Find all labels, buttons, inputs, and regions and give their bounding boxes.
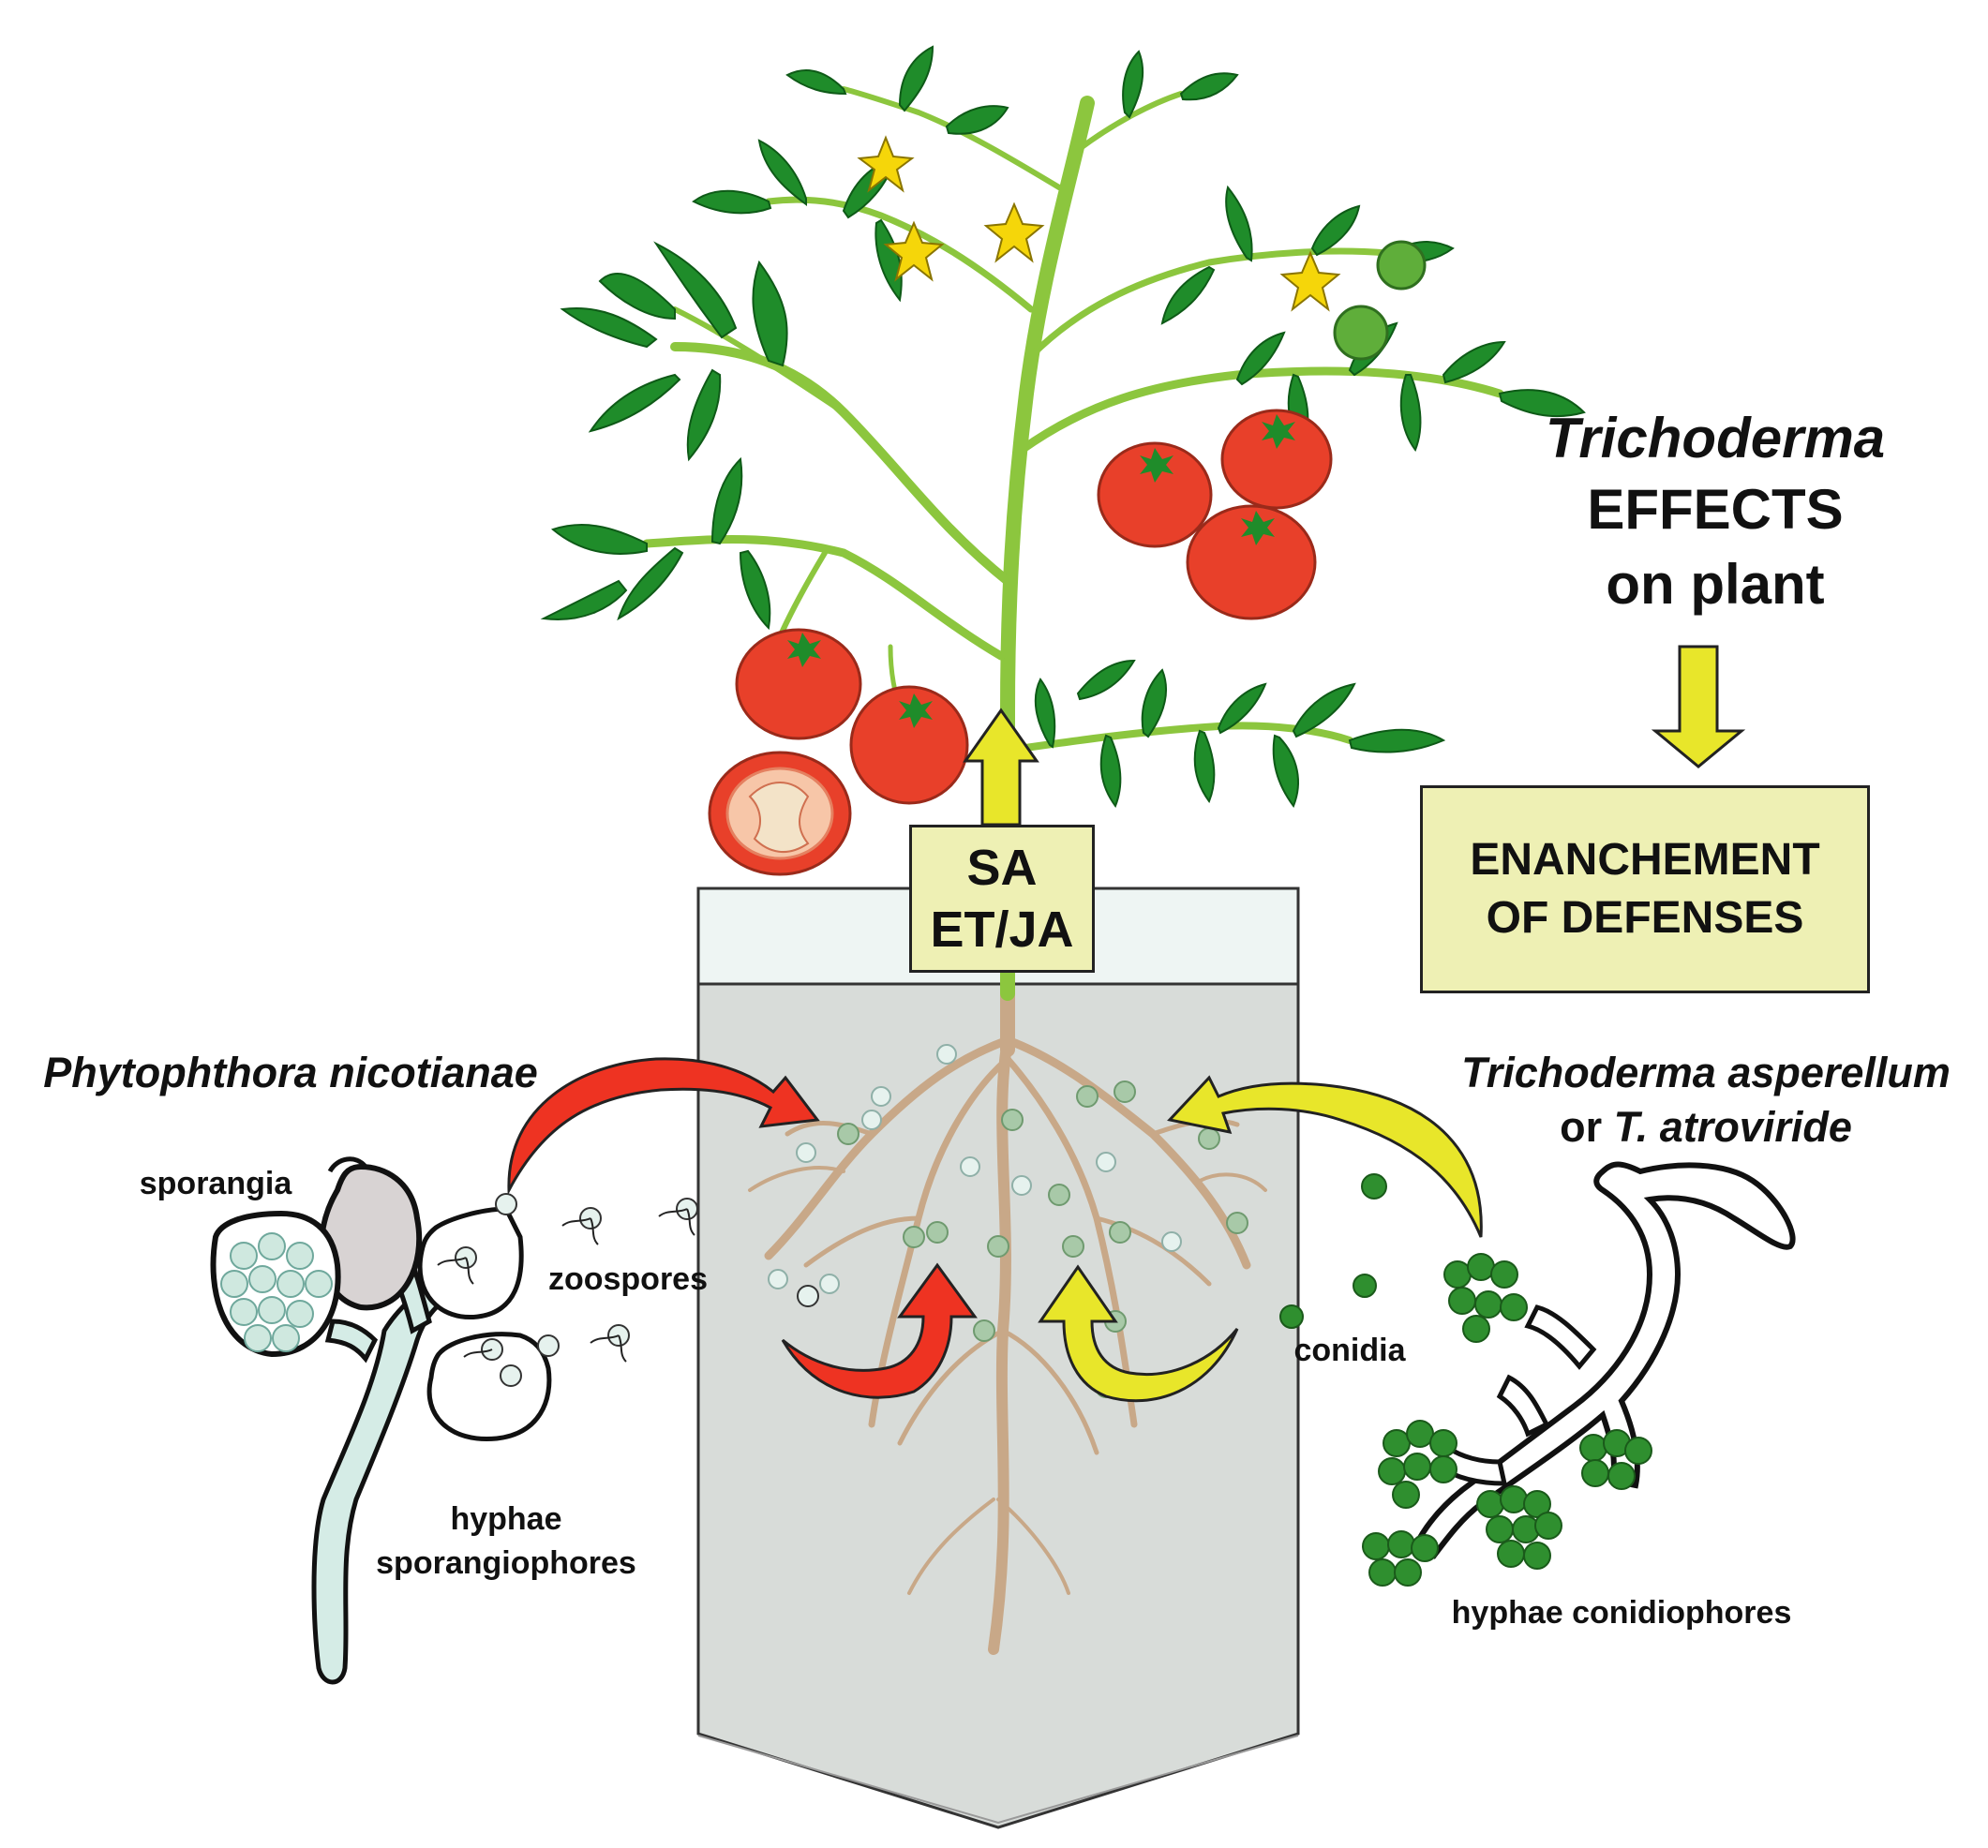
pot-bottom-line (697, 1735, 1299, 1825)
pathogen-recycle-arrow (781, 1262, 978, 1399)
plant-stem (642, 86, 1504, 1001)
trichoderma-effects-title-line2: EFFECTS (1587, 478, 1844, 541)
trichoderma-arrow (1167, 1075, 1483, 1238)
hormone-box-line2: ET/JA (930, 902, 1074, 958)
pathogen-species-label: Phytophthora nicotianae (43, 1049, 538, 1096)
pathogen-arrow (507, 1057, 820, 1196)
hormone-box-line1: SA (966, 840, 1038, 896)
hyphae-conidiophores-label: hyphae conidiophores (1451, 1595, 1792, 1631)
zoospores-label: zoospores (547, 1261, 709, 1297)
conidia-label: conidia (1293, 1333, 1406, 1368)
trichoderma-effects-title-line3: on plant (1606, 553, 1825, 616)
hyphae-sporangiophores-line1: hyphae (450, 1501, 562, 1537)
sporangium-empty-lower (426, 1332, 552, 1442)
hormone-up-arrow (963, 708, 1039, 827)
roots (748, 986, 1267, 1655)
hyphae-sporangiophores-line2: sporangiophores (376, 1545, 636, 1581)
trichoderma-recycle-arrow (1038, 1264, 1239, 1403)
phytophthora-illustration (210, 1156, 819, 1685)
root-zoospores (768, 1044, 1182, 1294)
hormone-box: SA ET/JA (909, 825, 1095, 973)
trichoderma-illustration (1279, 1161, 1796, 1587)
conidiophore-hypha (1411, 1161, 1796, 1559)
defense-box-line1: ENANCHEMENT (1470, 835, 1820, 885)
trichoderma-species-line2: or T. atroviride (1434, 1101, 1978, 1154)
trichoderma-species-line2-prefix: or (1560, 1103, 1614, 1151)
defense-box-line2: OF DEFENSES (1486, 893, 1804, 943)
defense-enhancement-box: ENANCHEMENT OF DEFENSES (1420, 785, 1870, 993)
flowers (857, 135, 1341, 312)
green-tomatoes (1333, 240, 1427, 361)
sporangia-label: sporangia (139, 1166, 292, 1201)
tomato-calyxes (787, 414, 1295, 728)
tomato-half-interior (725, 767, 834, 860)
trichoderma-effects-title-line1: Trichoderma (1545, 407, 1886, 469)
trichoderma-species-line1: Trichoderma asperellum (1461, 1049, 1951, 1096)
trichoderma-species-line2-italic: T. atroviride (1613, 1103, 1852, 1151)
effects-down-arrow (1651, 645, 1746, 768)
